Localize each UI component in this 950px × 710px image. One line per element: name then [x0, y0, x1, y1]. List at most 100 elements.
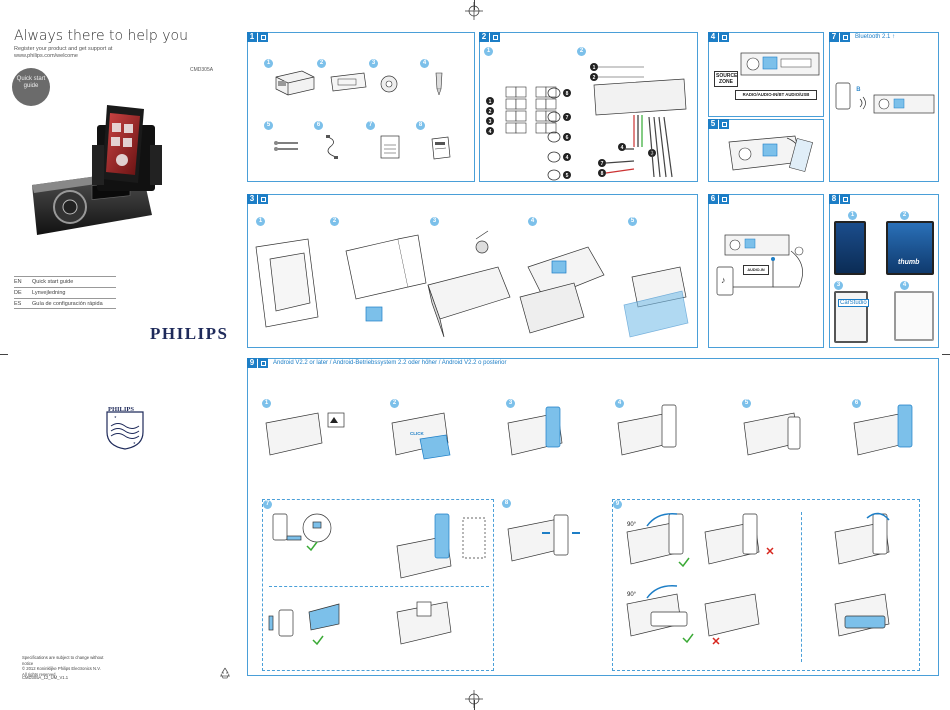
- legal-line: © 2012 Koninklijke Philips Electronics N…: [22, 666, 101, 671]
- step-badge: 1: [256, 217, 265, 226]
- step-badge: 5: [742, 399, 751, 408]
- panel-title: Android V2.2 or later / Android-Betriebs…: [273, 360, 507, 366]
- panel-number: 2: [479, 32, 489, 42]
- step-badge: 1: [264, 59, 273, 68]
- detach-icon: [719, 119, 729, 129]
- panel-installation: 3 1 2 3 4 5: [247, 194, 698, 348]
- register-line: Register your product and get support at: [14, 46, 113, 52]
- head-unit-front-illustration: [740, 52, 820, 76]
- step-badge: 4: [528, 217, 537, 226]
- subpanel-rotate: 9 90° 90°: [612, 499, 920, 671]
- fold-mark: [942, 354, 950, 355]
- panel-header: 6: [708, 194, 729, 204]
- callout-line: SOURCE: [716, 73, 738, 79]
- language-list: EN Quick start guide DE Lynvejledning ES Gu…: [14, 276, 116, 309]
- head-unit-illustration: [275, 70, 315, 96]
- language-row: ES Guía de configuración rápida: [14, 298, 116, 309]
- cable-illustration: [326, 135, 338, 159]
- panel-header: 4: [708, 32, 729, 42]
- subpanel-adapters: 7: [262, 499, 494, 671]
- svg-text:8: 8: [601, 171, 604, 177]
- svg-text:6: 6: [566, 135, 569, 141]
- faceplate-illustration: [330, 72, 367, 92]
- dock-steps-illustration: [265, 404, 913, 460]
- panel-header: 9 Android V2.2 or later / Android-Betrie…: [247, 358, 506, 368]
- phone-screen-1: [834, 221, 866, 275]
- step-badge: 6: [314, 121, 323, 130]
- panel-source-zone: 4 SOURCE ZONE RADIO/AUDIO-IN/BT AUDIO/US…: [708, 32, 824, 117]
- step-badge: 7: [263, 500, 272, 509]
- fold-mark: [0, 354, 8, 355]
- legal-line: All rights reserved.: [22, 671, 57, 677]
- panel-detach: 5: [708, 119, 824, 182]
- svg-text:8: 8: [566, 91, 569, 97]
- panel-audio-in: 6 ♪ AUDIO-IN: [708, 194, 824, 348]
- fold-mark: [474, 700, 475, 710]
- fold-mark: [474, 0, 475, 10]
- rotation-angle-label: 90°: [627, 592, 637, 598]
- panel-phone-dock: 9 Android V2.2 or later / Android-Betrie…: [247, 358, 939, 676]
- svg-text:♪: ♪: [721, 275, 726, 285]
- step-badge: 3: [430, 217, 439, 226]
- language-label: Guía de configuración rápida: [32, 301, 103, 307]
- audio-in-label: AUDIO-IN: [743, 265, 769, 275]
- philips-shield-logo: ★ ★: [106, 411, 144, 450]
- connector-icon: [490, 32, 500, 42]
- panel-header: 1: [247, 32, 268, 42]
- svg-text:★: ★: [114, 415, 117, 419]
- language-row: DE Lynvejledning: [14, 287, 116, 298]
- svg-text:1: 1: [593, 65, 596, 71]
- step-badge: 5: [264, 121, 273, 130]
- language-label: Lynvejledning: [32, 290, 66, 296]
- step-badge: 3: [369, 59, 378, 68]
- warranty-card-illustration: [431, 136, 451, 160]
- box-icon: [258, 32, 268, 42]
- divider: [269, 586, 489, 587]
- step-badge: 8: [502, 499, 511, 508]
- step-badge: 3: [506, 399, 515, 408]
- display-icon: [719, 32, 729, 42]
- panel-number: 6: [708, 194, 718, 204]
- language-code: EN: [14, 279, 22, 285]
- panel-title: Bluetooth 2.1 ↑: [855, 34, 896, 40]
- shield-brand: PHILIPS: [108, 406, 135, 413]
- rotation-illustration: [626, 512, 890, 645]
- register-url: www.philips.com/welcome: [14, 53, 78, 59]
- language-label: Quick start guide: [32, 279, 74, 285]
- panel-number: 1: [247, 32, 257, 42]
- svg-text:1: 1: [489, 99, 492, 105]
- screws-illustration: [274, 141, 298, 151]
- washer-illustration: [380, 75, 398, 93]
- phone-icon: [258, 358, 268, 368]
- step-badge: 4: [420, 59, 429, 68]
- legal-line: Specifications are subject to change wit…: [22, 655, 104, 666]
- bluetooth-icon: [840, 32, 850, 42]
- step-badge: 7: [366, 121, 375, 130]
- step-badge: 2: [330, 217, 339, 226]
- panel-number: 9: [247, 358, 257, 368]
- panel-header: 5: [708, 119, 729, 129]
- source-zone-label: SOURCE ZONE: [714, 71, 738, 87]
- click-label: CLICK: [410, 431, 424, 436]
- audio-in-icon: [719, 194, 729, 204]
- step-badge: 2: [900, 211, 909, 220]
- language-code: ES: [14, 301, 22, 307]
- language-code: DE: [14, 290, 22, 296]
- step-badge: 8: [416, 121, 425, 130]
- model-number: CMD305A: [190, 67, 214, 73]
- bluetooth-pairing-illustration: ʙ: [835, 82, 935, 114]
- svg-text:ʙ: ʙ: [856, 84, 861, 93]
- svg-text:4: 4: [489, 129, 492, 135]
- carstudio-app-label: CarStudio: [838, 299, 869, 307]
- step-badge: 6: [852, 399, 861, 408]
- thumb-app-label: thumb: [898, 259, 920, 266]
- tool-icon: [258, 194, 268, 204]
- language-row: EN Quick start guide: [14, 276, 116, 287]
- panel-bluetooth: 7 Bluetooth 2.1 ↑ ʙ: [829, 32, 939, 182]
- register-text: Register your product and get support at…: [14, 46, 214, 60]
- svg-text:★: ★: [133, 441, 136, 445]
- phone-screen-2: [886, 221, 934, 275]
- registration-mark: [465, 690, 483, 708]
- panel-header: 8: [829, 194, 850, 204]
- audio-in-illustration: ♪: [716, 234, 804, 296]
